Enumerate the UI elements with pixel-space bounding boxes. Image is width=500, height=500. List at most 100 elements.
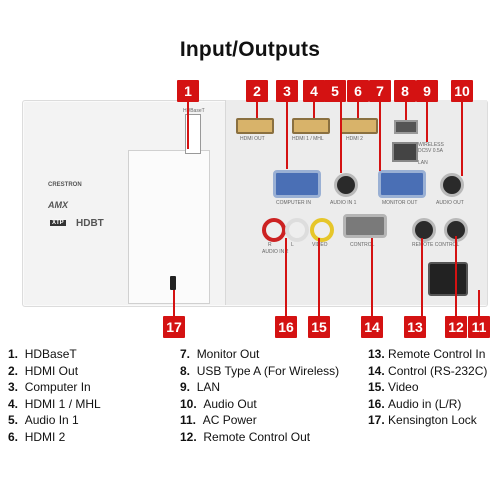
kensington-lock-port: [170, 276, 176, 290]
leader-line-9: [426, 101, 428, 142]
audio-out-label: AUDIO OUT: [436, 200, 464, 206]
legend-number: 11.: [180, 413, 197, 428]
badge-10: 10: [451, 80, 473, 102]
legend-number: 13.: [368, 347, 385, 361]
legend-item: 16. Audio in (L/R): [368, 396, 487, 413]
badge-16: 16: [275, 316, 297, 338]
leader-line-16: [285, 238, 287, 316]
remote-control-in-port: [412, 218, 436, 242]
control-port: [343, 214, 387, 238]
legend-label: Kensington Lock: [388, 413, 477, 428]
remote-control-label: REMOTE CONTROL: [412, 242, 460, 248]
leader-line-8: [405, 101, 407, 120]
lan-label: LAN: [418, 160, 428, 166]
legend-number: 17.: [368, 413, 385, 428]
badge-5: 5: [324, 80, 346, 102]
legend-label: Audio in (L/R): [388, 396, 462, 411]
hdbaset-port: [185, 114, 201, 154]
leader-line-17: [173, 290, 175, 316]
legend-item: 1. HDBaseT: [8, 346, 101, 363]
legend-item: 9. LAN: [180, 379, 339, 396]
audio-in1-port: [334, 173, 358, 197]
badge-13: 13: [404, 316, 426, 338]
computer-in-port: [273, 170, 321, 198]
hdmi1-label: HDMI 1 / MHL: [292, 136, 324, 142]
leader-line-10: [461, 101, 463, 176]
audio-in2-label: AUDIO IN 2: [262, 249, 289, 255]
legend-item: 10. Audio Out: [180, 396, 339, 413]
badge-7: 7: [369, 80, 391, 102]
legend-label: LAN: [196, 380, 221, 395]
legend-label: USB Type A (For Wireless): [196, 363, 340, 378]
legend-label: Monitor Out: [196, 347, 260, 361]
audio-out-port: [440, 173, 464, 197]
monitor-out-label: MONITOR OUT: [382, 200, 418, 206]
legend-item: 5. Audio In 1: [8, 412, 101, 429]
legend-label: HDMI 1 / MHL: [24, 396, 101, 411]
badge-6: 6: [347, 80, 369, 102]
legend-number: 2.: [8, 363, 19, 378]
legend-label: Audio In 1: [24, 413, 79, 428]
badge-2: 2: [246, 80, 268, 102]
legend-number: 5.: [8, 413, 19, 428]
badge-4: 4: [303, 80, 325, 102]
audio-in1-label: AUDIO IN 1: [330, 200, 357, 206]
leader-line-1: [187, 101, 189, 149]
legend-number: 3.: [8, 380, 19, 395]
legend-column-3: 13. Remote Control In 14. Control (RS-23…: [368, 346, 487, 429]
legend-item: 3. Computer In: [8, 379, 101, 396]
hdbaset-port-label: HDBaseT: [183, 108, 205, 114]
leader-line-3: [286, 101, 288, 169]
legend-item: 4. HDMI 1 / MHL: [8, 396, 101, 413]
wireless-label: WIRELESS DC5V 0.5A: [418, 142, 444, 154]
legend-item: 8. USB Type A (For Wireless): [180, 363, 339, 380]
amx-logo: AMX: [48, 200, 68, 210]
legend-number: 16.: [368, 396, 385, 411]
lan-port: [392, 142, 418, 162]
legend-number: 4.: [8, 396, 19, 411]
legend-item: 12. Remote Control Out: [180, 429, 339, 446]
control-label: CONTROL: [350, 242, 375, 248]
leader-line-4: [313, 101, 315, 118]
hdmi2-port: [340, 118, 378, 134]
badge-8: 8: [394, 80, 416, 102]
legend-label: Remote Control In: [388, 347, 486, 361]
legend-item: 13. Remote Control In: [368, 346, 487, 363]
audio-in2-right-port: [262, 218, 286, 242]
legend-label: HDMI Out: [24, 363, 79, 378]
legend-item: 6. HDMI 2: [8, 429, 101, 446]
legend-number: 8.: [180, 363, 191, 378]
badge-12: 12: [445, 316, 467, 338]
legend-item: 15. Video: [368, 379, 487, 396]
legend-label: Video: [388, 380, 419, 395]
legend-item: 17. Kensington Lock: [368, 412, 487, 429]
legend-number: 10.: [180, 396, 197, 411]
badge-14: 14: [361, 316, 383, 338]
legend-item: 7. Monitor Out: [180, 346, 339, 363]
page-title: Input/Outputs: [179, 38, 321, 61]
hdmi-out-port: [236, 118, 274, 134]
ac-power-port: [428, 262, 468, 296]
legend-label: Computer In: [24, 380, 91, 395]
computer-in-label: COMPUTER IN: [276, 200, 311, 206]
legend-number: 9.: [180, 380, 191, 395]
legend-item: 2. HDMI Out: [8, 363, 101, 380]
leader-line-12: [455, 236, 457, 316]
legend-number: 15.: [368, 380, 385, 395]
leader-line-7: [379, 101, 381, 171]
leader-line-11: [478, 290, 480, 316]
crestron-logo: CRESTRON: [48, 182, 82, 188]
legend-number: 12.: [180, 429, 197, 444]
leader-line-2: [256, 101, 258, 118]
legend-label: Remote Control Out: [203, 429, 311, 444]
leader-line-14: [371, 238, 373, 316]
legend-number: 7.: [180, 347, 191, 361]
badge-3: 3: [276, 80, 298, 102]
hdmi1-port: [292, 118, 330, 134]
usb-port: [394, 120, 418, 134]
leader-line-5: [340, 101, 342, 173]
legend-number: 1.: [8, 347, 19, 361]
legend-column-2: 7. Monitor Out 8. USB Type A (For Wirele…: [180, 346, 339, 446]
legend-number: 14.: [368, 363, 385, 378]
leader-line-6: [357, 101, 359, 118]
